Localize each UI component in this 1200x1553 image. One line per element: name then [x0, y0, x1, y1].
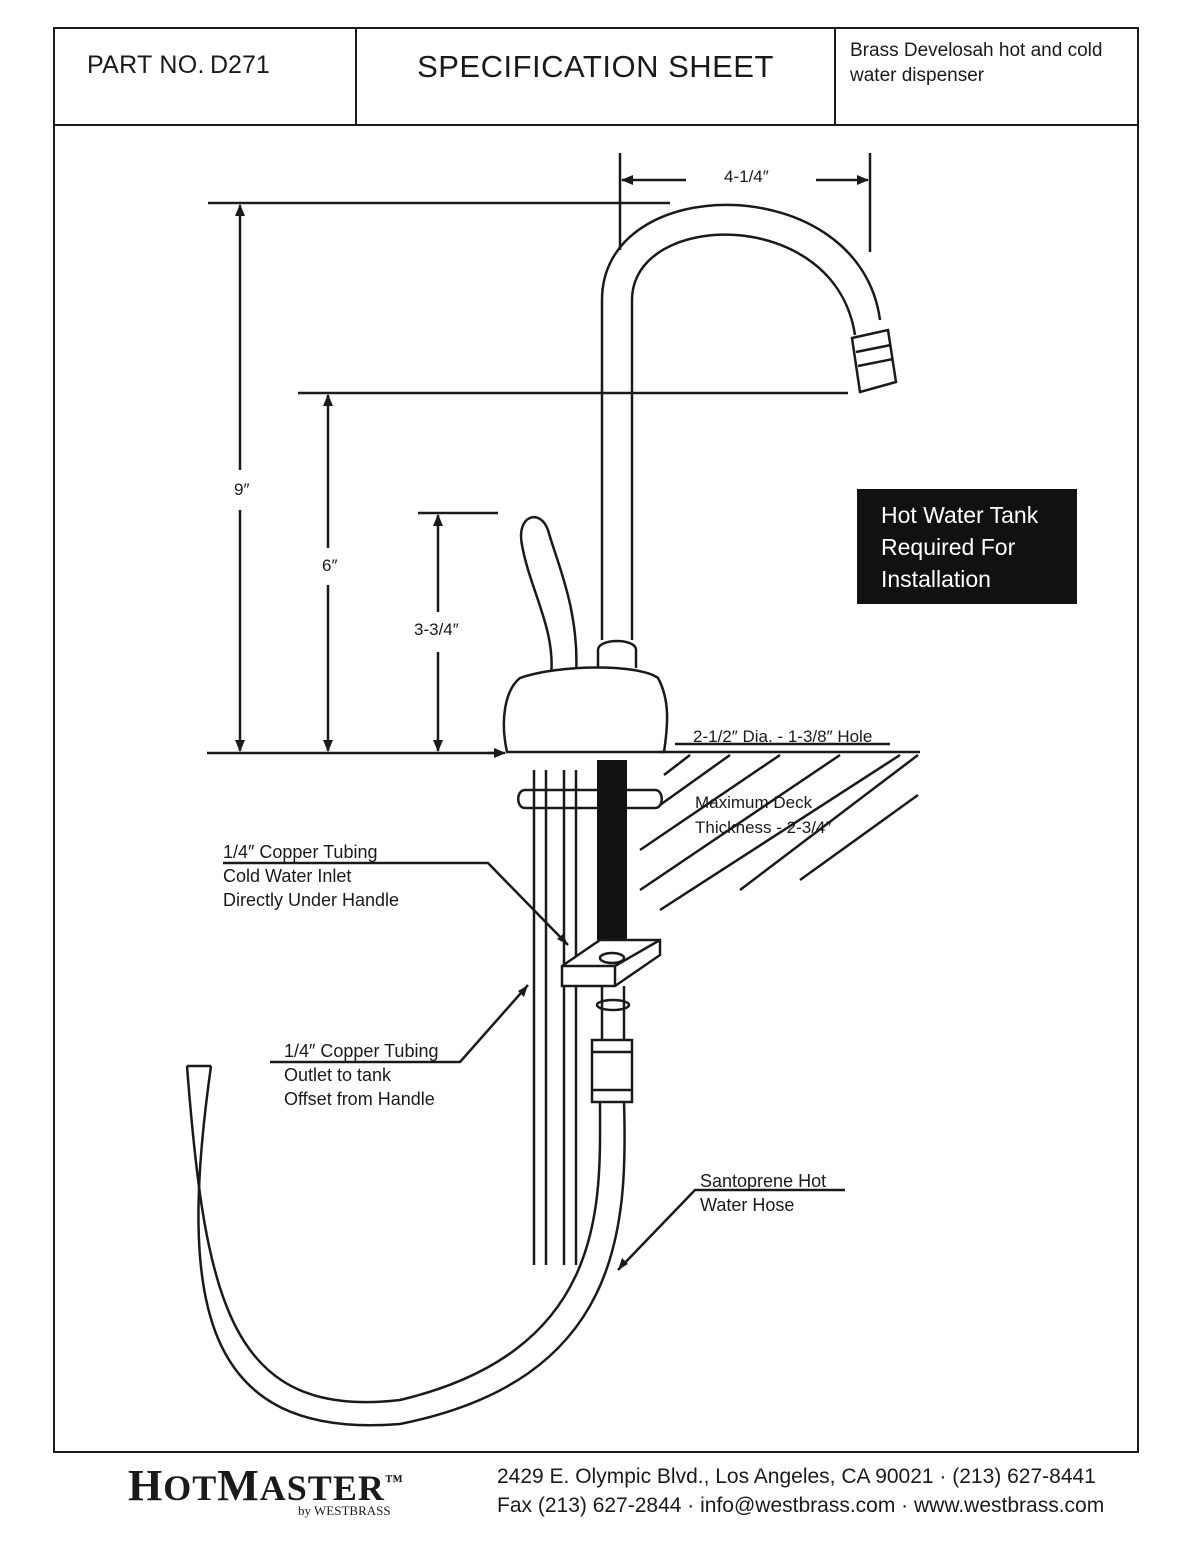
address-line2: Fax (213) 627-2844 · info@westbrass.com … [497, 1494, 1105, 1517]
part-number-cell: PART NO. D271 [55, 29, 357, 124]
deck-hatch [799, 793, 919, 882]
lever-handle [519, 516, 578, 677]
hotmaster-logo: HOTMASTER™ by WESTBRASS [128, 1460, 448, 1520]
callout-outlet-line1: 1/4″ Copper Tubing [284, 1041, 439, 1061]
callout-hose-line1: Santoprene Hot [700, 1171, 827, 1191]
deck-hatch [739, 754, 919, 891]
dim-deck-line1: Maximum Deck [695, 793, 813, 812]
part-label: PART NO. [87, 51, 205, 79]
callout-cold-inlet-line1: 1/4″ Copper Tubing [223, 842, 378, 862]
callout-hose: Santoprene Hot Water Hose [700, 1169, 826, 1217]
dim-handle-height: 3-3/4″ [414, 620, 459, 639]
deck-hatch [659, 753, 901, 912]
base-dome [502, 666, 669, 754]
deck-hatch [663, 754, 691, 776]
logo-trademark: ™ [384, 1471, 404, 1491]
notice-line3: Installation [881, 566, 991, 592]
dim-spout-reach: 4-1/4″ [724, 167, 769, 186]
leader-outlet [270, 984, 529, 1064]
deck-hatch [659, 753, 731, 807]
callout-hose-line2: Water Hose [700, 1195, 795, 1215]
callout-outlet-line2: Outlet to tank [284, 1065, 392, 1085]
part-number: D271 [210, 51, 270, 79]
notice-line2: Required For [881, 534, 1016, 560]
deck-hatch [639, 753, 781, 852]
aerator-ring-1 [855, 343, 892, 354]
dim-total-height: 9″ [234, 480, 250, 499]
callout-cold-inlet-line3: Directly Under Handle [223, 890, 400, 910]
aerator [850, 328, 898, 394]
dim-base-hole: 2-1/2″ Dia. - 1-3/8″ Hole [693, 727, 873, 746]
callout-outlet: 1/4″ Copper Tubing Outlet to tank Offset… [284, 1039, 438, 1111]
aerator-ring-2 [857, 357, 894, 368]
spout-outer [600, 203, 882, 640]
sheet-title: SPECIFICATION SHEET [417, 49, 774, 84]
logo-letters-ot: OT [163, 1468, 218, 1508]
hose-outer [185, 1065, 602, 1404]
dim-deck-line2: Thickness - 2-3/4″ [695, 818, 832, 837]
deck-hatch [639, 753, 841, 892]
hose-nut [590, 1038, 634, 1104]
title-cell: SPECIFICATION SHEET [357, 29, 836, 124]
hose-inner [197, 1065, 626, 1427]
spout-inner [630, 233, 857, 640]
notice-line1: Hot Water Tank [881, 502, 1039, 528]
logo-letter-h: H [128, 1461, 164, 1510]
leader-cold-inlet [223, 861, 569, 946]
logo-letter-m: M [217, 1461, 260, 1510]
header-table: PART NO. D271 SPECIFICATION SHEET Brass … [55, 29, 1137, 126]
callout-cold-inlet-line2: Cold Water Inlet [223, 866, 352, 886]
dim-spout-height: 6″ [322, 556, 338, 575]
callout-outlet-line3: Offset from Handle [284, 1089, 435, 1109]
mounting-ring [517, 788, 663, 810]
leader-hose [617, 1188, 845, 1271]
product-description: Brass Develosah hot and cold water dispe… [850, 40, 1103, 86]
washer [595, 998, 631, 1012]
arrowhead-outlet [518, 985, 528, 997]
callout-cold-inlet: 1/4″ Copper Tubing Cold Water Inlet Dire… [223, 840, 399, 912]
address-line1: 2429 E. Olympic Blvd., Los Angeles, CA 9… [497, 1465, 1096, 1488]
arrowhead-hose [618, 1258, 628, 1270]
plate-hole [598, 951, 626, 965]
logo-letters-aster: ASTER [259, 1468, 385, 1508]
installation-notice: Hot Water Tank Required For Installation [857, 489, 1077, 604]
spec-sheet-frame: PART NO. D271 SPECIFICATION SHEET Brass … [53, 27, 1139, 1453]
threaded-shank [597, 760, 627, 940]
logo-byline: by WESTBRASS [298, 1503, 391, 1518]
arrowhead-cold-inlet [557, 934, 568, 945]
logo-wordmark: HOTMASTER™ [128, 1460, 404, 1511]
description-cell: Brass Develosah hot and cold water dispe… [836, 29, 1139, 124]
spout-collar [596, 639, 638, 668]
